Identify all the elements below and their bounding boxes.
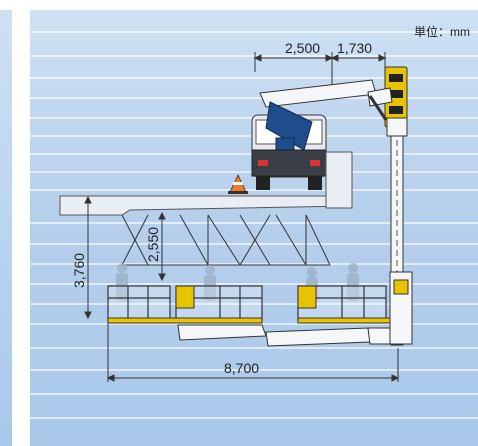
lower-boom <box>177 271 413 347</box>
bridge-deck <box>59 151 353 216</box>
turret-head <box>384 66 408 137</box>
traffic-cone <box>228 174 248 194</box>
platform-control-boxes <box>175 285 317 309</box>
truck <box>251 101 327 190</box>
left-edge-strip <box>0 10 12 446</box>
work-platforms <box>107 285 387 321</box>
upper-boom <box>259 79 393 121</box>
dim-turret-offset: 1,730 <box>337 40 372 56</box>
unit-label: 単位：mm <box>414 25 470 39</box>
truck-diagram: 2,500 1,730 <box>30 31 478 419</box>
bridge-truss <box>121 214 331 266</box>
diagram-panel: 単位：mm <box>30 10 478 446</box>
reach-dimension <box>106 322 400 382</box>
platform-base <box>107 317 391 324</box>
left-dimensions <box>84 195 166 320</box>
dim-bridge-depth: 2,550 <box>145 227 161 262</box>
dim-horizontal-reach: 8,700 <box>224 360 259 376</box>
dim-boom-offset: 2,500 <box>285 40 320 56</box>
dim-platform-depth: 3,760 <box>71 253 87 288</box>
